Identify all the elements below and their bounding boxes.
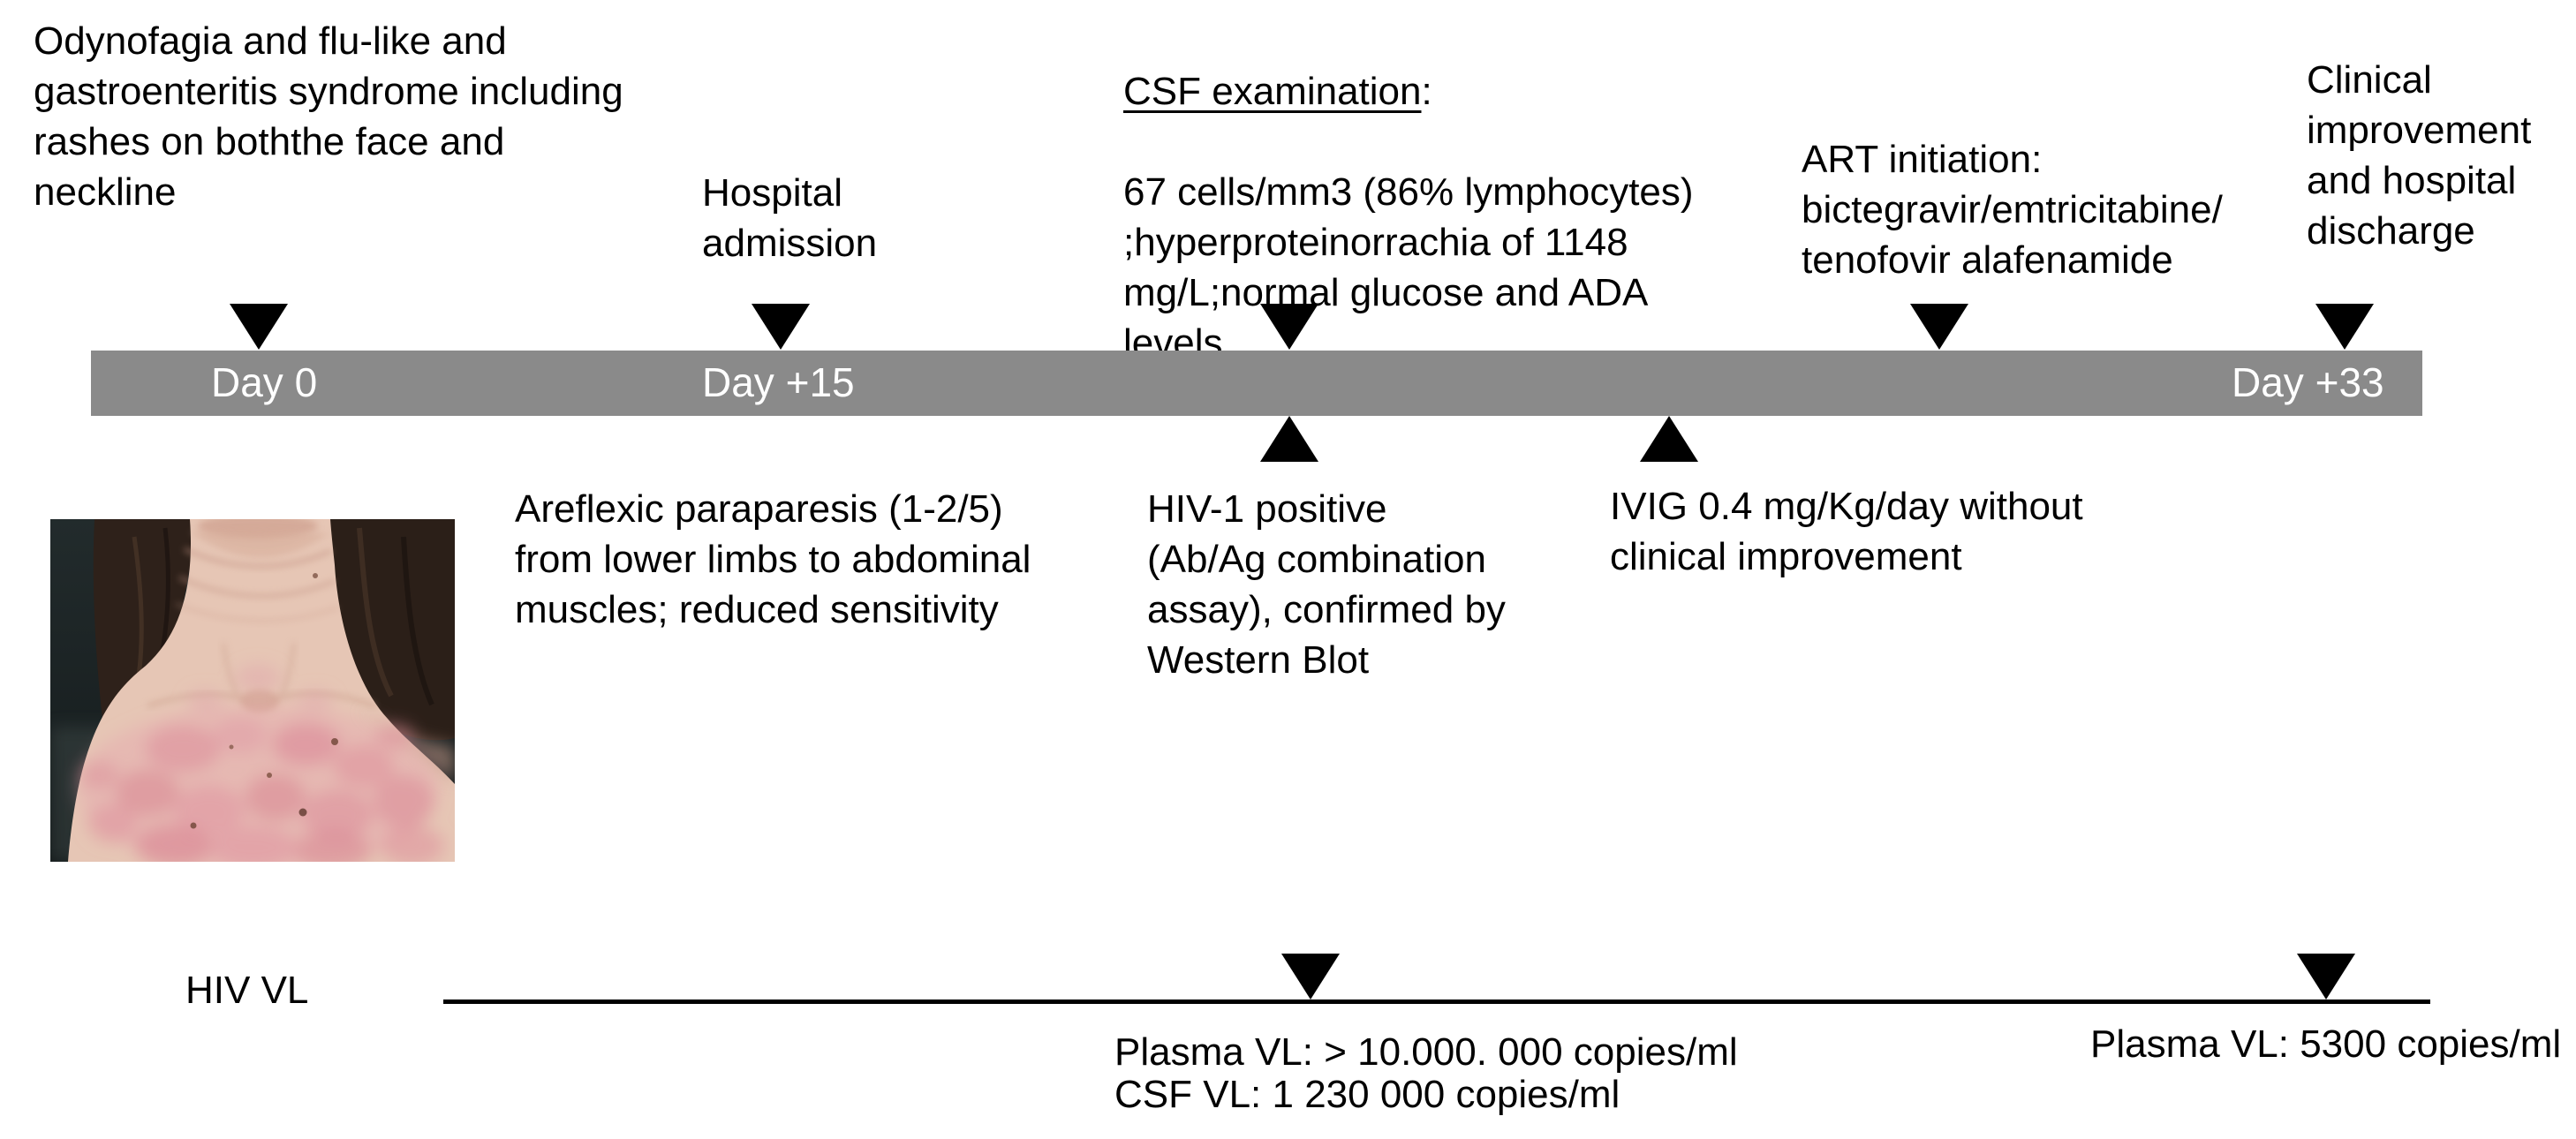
marker-down-admission-icon [752, 304, 810, 350]
marker-down-vl-day15-icon [1281, 954, 1340, 999]
marker-up-ivig-icon [1640, 416, 1698, 462]
vl-measurement-day33: Plasma VL: 5300 copies/ml [2090, 1022, 2562, 1066]
annotation-symptom-onset: Odynofagia and flu-like and gastroenteri… [34, 19, 623, 214]
csf-examination-title: CSF examination: [1123, 66, 1694, 117]
annotation-art-initiation: ART initiation: bictegravir/emtricitabin… [1802, 138, 2223, 282]
marker-down-csf-icon [1260, 304, 1318, 350]
marker-up-hiv1-icon [1260, 416, 1318, 462]
annotation-areflexic-paraparesis: Areflexic paraparesis (1-2/5) from lower… [515, 487, 1031, 631]
hiv-vl-axis-line [443, 999, 2430, 1004]
annotation-hiv1-positive: HIV-1 positive (Ab/Ag combination assay)… [1147, 487, 1506, 682]
marker-down-art-icon [1910, 304, 1968, 350]
vl-measurement-day15: Plasma VL: > 10.000. 000 copies/ml CSF V… [1114, 1030, 1738, 1116]
annotation-ivig: IVIG 0.4 mg/Kg/day without clinical impr… [1610, 485, 2083, 578]
annotation-hospital-admission: Hospital admission [702, 171, 878, 265]
annotation-clinical-improvement: Clinical improvement and hospital discha… [2307, 58, 2532, 253]
csf-examination-findings: 67 cells/mm3 (86% lymphocytes) ;hyperpro… [1123, 170, 1694, 365]
patient-rash-photo [50, 519, 455, 862]
marker-down-vl-day33-icon [2297, 954, 2355, 999]
timeline-label-day-0: Day 0 [211, 359, 318, 405]
csf-examination-title-underlined: CSF examination [1123, 70, 1422, 113]
timeline-label-day-15: Day +15 [702, 359, 855, 405]
hiv-vl-axis-label: HIV VL [185, 969, 309, 1012]
marker-down-discharge-icon [2315, 304, 2374, 350]
timeline-label-day-33: Day +33 [2232, 359, 2384, 405]
marker-down-day0-icon [230, 304, 288, 350]
annotation-csf-examination: CSF examination: 67 cells/mm3 (86% lymph… [1123, 16, 1694, 419]
timeline-bar [91, 351, 2422, 416]
csf-examination-title-colon: : [1421, 70, 1432, 113]
